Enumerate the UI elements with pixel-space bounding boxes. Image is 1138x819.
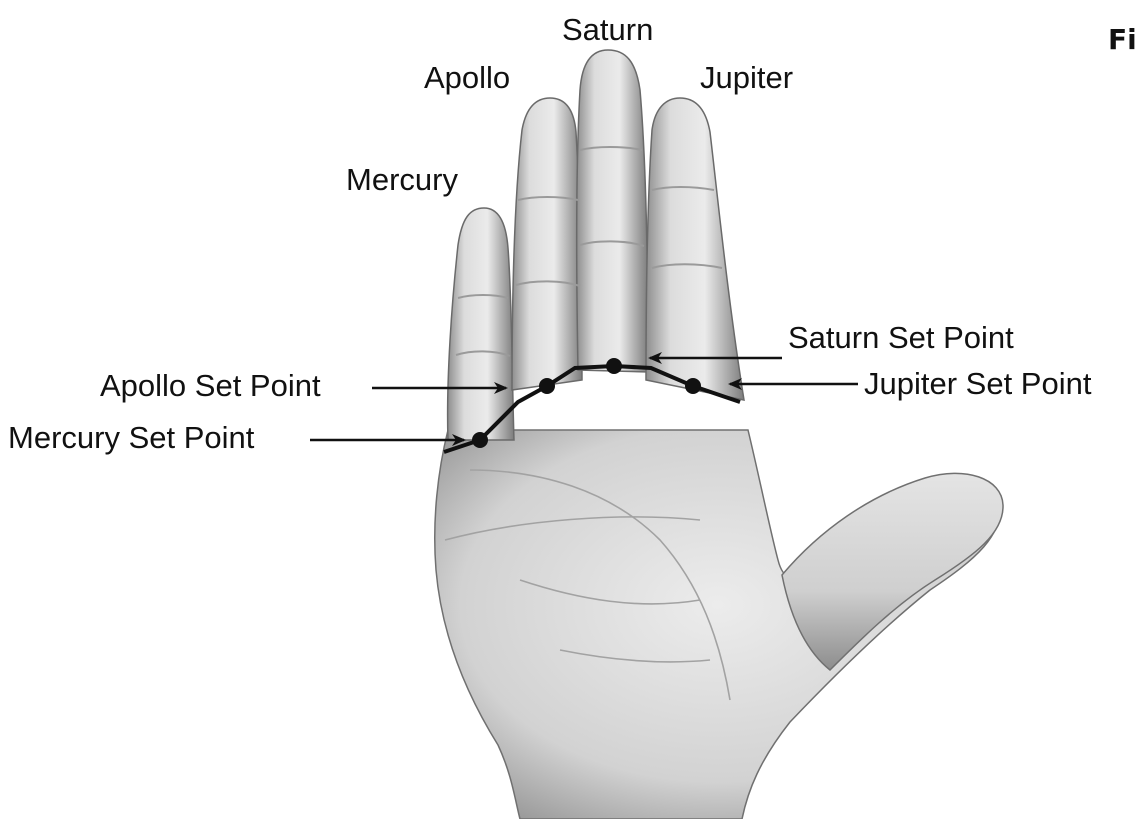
- mercury-set-point-dot: [472, 432, 488, 448]
- jupiter-finger-label: Jupiter: [700, 62, 793, 93]
- apollo-set-point-label: Apollo Set Point: [100, 370, 321, 401]
- jupiter-set-point-dot: [685, 378, 701, 394]
- apollo-finger: [512, 98, 582, 390]
- jupiter-set-point-label: Jupiter Set Point: [864, 368, 1091, 399]
- mercury-set-point-label: Mercury Set Point: [8, 422, 254, 453]
- saturn-finger-label: Saturn: [562, 14, 653, 45]
- mercury-finger: [448, 208, 514, 440]
- thumb-shape: [782, 473, 1003, 670]
- jupiter-finger: [646, 98, 744, 400]
- saturn-finger: [577, 50, 648, 372]
- apollo-finger-label: Apollo: [424, 62, 510, 93]
- mercury-finger-label: Mercury: [346, 164, 458, 195]
- figure-tag: Fi: [1108, 26, 1137, 54]
- saturn-set-point-label: Saturn Set Point: [788, 322, 1014, 353]
- saturn-set-point-dot: [606, 358, 622, 374]
- apollo-set-point-dot: [539, 378, 555, 394]
